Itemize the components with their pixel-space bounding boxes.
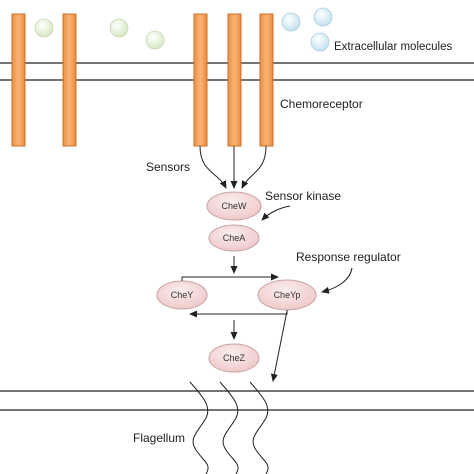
node-chew-label: CheW — [221, 201, 247, 211]
node-chey-label: CheY — [171, 290, 194, 300]
response-regulator-pointer — [321, 267, 353, 294]
molecule-blue-1 — [281, 12, 301, 32]
node-chea-label: CheA — [223, 233, 246, 243]
label-sensors: Sensors — [146, 160, 190, 174]
label-chemoreceptor: Chemoreceptor — [280, 97, 363, 111]
receptor-5 — [259, 13, 274, 147]
receptor-1 — [11, 13, 26, 147]
flagellum-3 — [249, 381, 269, 474]
node-chea — [208, 224, 260, 252]
molecule-blue-2 — [313, 7, 333, 27]
molecule-green-2 — [109, 18, 129, 38]
receptor-2 — [62, 13, 77, 147]
molecule-green-3 — [145, 30, 165, 50]
receptor-3 — [193, 13, 208, 147]
arrow-cheyp-to-flagellum — [270, 310, 288, 382]
label-sensor-kinase: Sensor kinase — [265, 189, 341, 203]
molecule-blue-3 — [310, 32, 330, 52]
molecule-green-1 — [34, 18, 54, 38]
node-chew — [206, 191, 262, 221]
node-chez-label: CheZ — [223, 353, 246, 363]
receptor-4 — [227, 13, 242, 147]
sensor-arrow-right — [241, 145, 267, 189]
arrow-chey-to-cheyp — [181, 273, 279, 281]
arrow-cheyp-to-chey — [189, 310, 288, 318]
label-flagellum: Flagellum — [133, 431, 185, 445]
node-cheyp-label: CheYp — [274, 290, 301, 300]
node-chez — [208, 343, 260, 373]
sensor-arrow-left — [199, 145, 227, 189]
flagellum-1 — [189, 381, 209, 474]
label-response-regulator: Response regulator — [296, 250, 401, 264]
sensor-kinase-pointer — [261, 205, 291, 221]
flagellum-2 — [219, 381, 239, 474]
label-extracellular: Extracellular molecules — [334, 41, 452, 53]
